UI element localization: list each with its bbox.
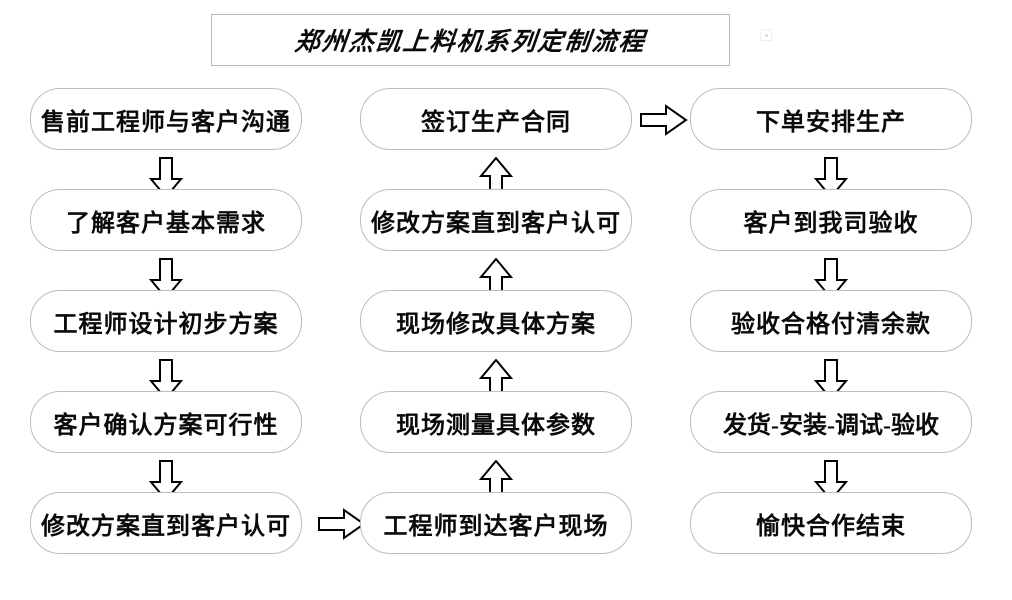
node-label: 现场修改具体方案 xyxy=(396,311,596,338)
node-label: 现场测量具体参数 xyxy=(396,412,596,439)
node-label: 修改方案直到客户认可 xyxy=(371,210,621,237)
node-engineer-initial-plan[interactable]: 工程师设计初步方案 xyxy=(30,290,302,352)
page-title: 郑州杰凯上料机系列定制流程 xyxy=(293,29,648,56)
node-label: 客户确认方案可行性 xyxy=(53,412,279,439)
arrow-left-4-to-5 xyxy=(148,460,184,502)
node-customer-inspect-at-factory[interactable]: 客户到我司验收 xyxy=(690,189,972,251)
node-label: 下单安排生产 xyxy=(756,109,906,136)
arrow-right-3-to-4 xyxy=(813,359,849,401)
node-label: 发货-安装-调试-验收 xyxy=(723,412,939,439)
arrow-right-4-to-5 xyxy=(813,460,849,502)
node-label: 验收合格付清余款 xyxy=(731,311,931,338)
node-revise-until-approved-left[interactable]: 修改方案直到客户认可 xyxy=(30,492,302,554)
node-label: 工程师设计初步方案 xyxy=(53,311,279,338)
node-happy-cooperation-end[interactable]: 愉快合作结束 xyxy=(690,492,972,554)
node-label: 售前工程师与客户沟通 xyxy=(41,109,291,136)
node-label: 愉快合作结束 xyxy=(756,513,906,540)
node-label: 修改方案直到客户认可 xyxy=(41,513,291,540)
node-place-order-production[interactable]: 下单安排生产 xyxy=(690,88,972,150)
node-label: 签订生产合同 xyxy=(421,109,571,136)
node-customer-confirm-feasibility[interactable]: 客户确认方案可行性 xyxy=(30,391,302,453)
arrow-right-1-to-2 xyxy=(813,157,849,199)
node-revise-until-approved-middle[interactable]: 修改方案直到客户认可 xyxy=(360,189,632,251)
arrow-left-to-middle xyxy=(318,508,366,540)
arrow-left-1-to-2 xyxy=(148,157,184,199)
arrow-left-3-to-4 xyxy=(148,359,184,401)
chart-title-box: 郑州杰凯上料机系列定制流程 xyxy=(211,14,730,66)
arrow-left-2-to-3 xyxy=(148,258,184,300)
node-label: 工程师到达客户现场 xyxy=(383,513,609,540)
arrow-right-2-to-3 xyxy=(813,258,849,300)
node-label: 了解客户基本需求 xyxy=(66,210,266,237)
arrow-middle-to-right xyxy=(640,104,688,136)
node-understand-basic-needs[interactable]: 了解客户基本需求 xyxy=(30,189,302,251)
node-pre-sales-communication[interactable]: 售前工程师与客户沟通 xyxy=(30,88,302,150)
node-on-site-revise-plan[interactable]: 现场修改具体方案 xyxy=(360,290,632,352)
node-pay-balance-after-inspection[interactable]: 验收合格付清余款 xyxy=(690,290,972,352)
node-engineer-arrive-site[interactable]: 工程师到达客户现场 xyxy=(360,492,632,554)
node-label: 客户到我司验收 xyxy=(743,210,919,237)
node-sign-production-contract[interactable]: 签订生产合同 xyxy=(360,88,632,150)
node-on-site-measure-params[interactable]: 现场测量具体参数 xyxy=(360,391,632,453)
node-ship-install-debug-accept[interactable]: 发货-安装-调试-验收 xyxy=(690,391,972,453)
watermark-speck xyxy=(760,29,772,41)
